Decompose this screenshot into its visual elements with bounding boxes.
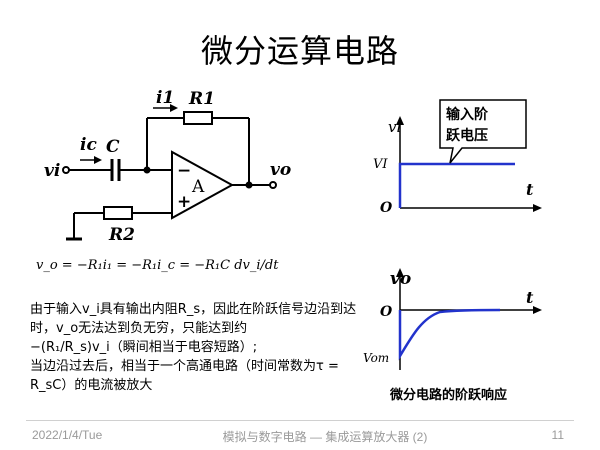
vi-label: vi [44,161,60,181]
input-callout-line1: 输入阶 [446,106,489,123]
input-origin-label: O [380,200,393,216]
footer-divider [26,420,574,421]
input-callout-box [439,99,527,164]
amp-label: A [191,177,205,197]
plus-label: + [177,192,191,212]
explanation-line: −(R₁/R_s)v_i（瞬间相当于电容短路）; [30,340,258,355]
ic-label: ic [80,135,97,155]
output-response-signal [398,308,501,361]
input-step-signal [398,162,515,208]
i1-arrowhead [170,104,178,112]
input-callout-line2: 跃电压 [446,127,488,144]
input-x-arrowhead [533,204,542,212]
output-terminal [269,181,277,189]
output-response-graph: vo O t Vom [363,268,542,370]
r1-label: R1 [188,89,215,109]
vo-label: vo [270,160,291,180]
footer-date: 2022/1/4/Tue [32,428,103,442]
output-node [245,181,253,189]
i1-label: i1 [156,88,174,108]
footer-page-number: 11 [551,428,564,442]
step-response-caption: 微分电路的阶跃响应 [390,388,508,403]
input-y-arrowhead [396,116,404,125]
output-origin-label: O [380,304,393,320]
c-label: C [106,137,120,157]
input-level-label: VI [373,157,388,172]
circuit-labels: vi ic C i1 R1 − + A vo R2 [44,88,291,245]
output-ylabel: vo [390,269,411,289]
opamp-triangle [171,150,235,220]
input-ylabel: vi [388,118,401,136]
output-x-arrowhead [533,306,542,314]
input-xlabel: t [526,180,534,199]
differentiator-circuit [62,104,277,241]
output-y-arrowhead [396,268,404,277]
explanation-line: 由于输入v_i具有输出内阻R_s，因此在阶跃信号边沿到达时，v_o无法达到负无穷… [30,302,357,336]
r2-label: R2 [108,225,135,245]
input-step-graph: 输入阶 跃电压 vi VI O t [373,99,542,216]
r1-resistor [183,111,213,125]
slide-title: 微分运算电路 [200,32,399,70]
ic-arrowhead [94,156,102,164]
explanation-text: 由于输入v_i具有输出内阻R_s，因此在阶跃信号边沿到达时，v_o无法达到负无穷… [30,300,360,395]
explanation-line: 当边沿过去后，相当于一个高通电路（时间常数为τ = R_sC）的电流被放大 [30,359,339,393]
input-terminal [62,166,70,174]
r2-resistor [103,206,133,220]
minus-label: − [177,161,191,181]
differentiation-formula: v_o = −R₁i₁ = −R₁i_c = −R₁C dv_i/dt [36,258,279,273]
output-xlabel: t [526,288,534,307]
footer-course: 模拟与数字电路 — 集成运算放大器 (2) [222,430,428,444]
output-min-label: Vom [363,351,389,365]
